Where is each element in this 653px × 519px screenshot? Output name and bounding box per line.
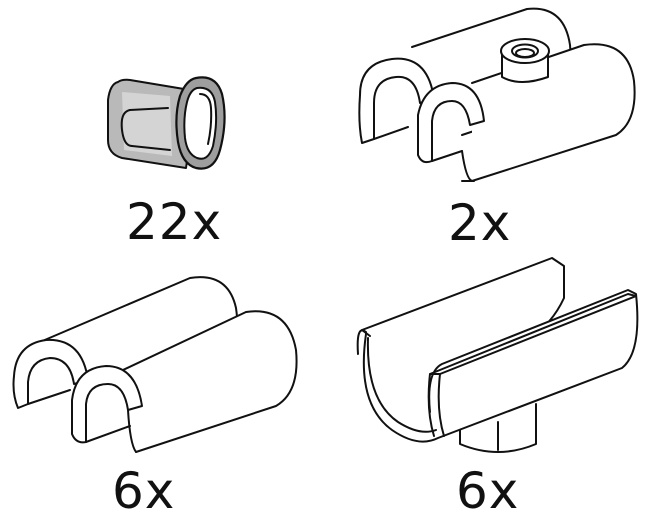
grey-sleeve-part-icon	[100, 70, 230, 180]
quantity-label: 2x	[448, 194, 512, 252]
quantity-label: 6x	[456, 462, 520, 519]
channel-with-peg-part-icon	[352, 254, 647, 459]
quantity-label: 22x	[126, 193, 223, 251]
double-clip-with-pin-part-icon	[352, 3, 642, 188]
quantity-label: 6x	[112, 462, 176, 519]
double-clip-part-icon	[10, 266, 305, 456]
